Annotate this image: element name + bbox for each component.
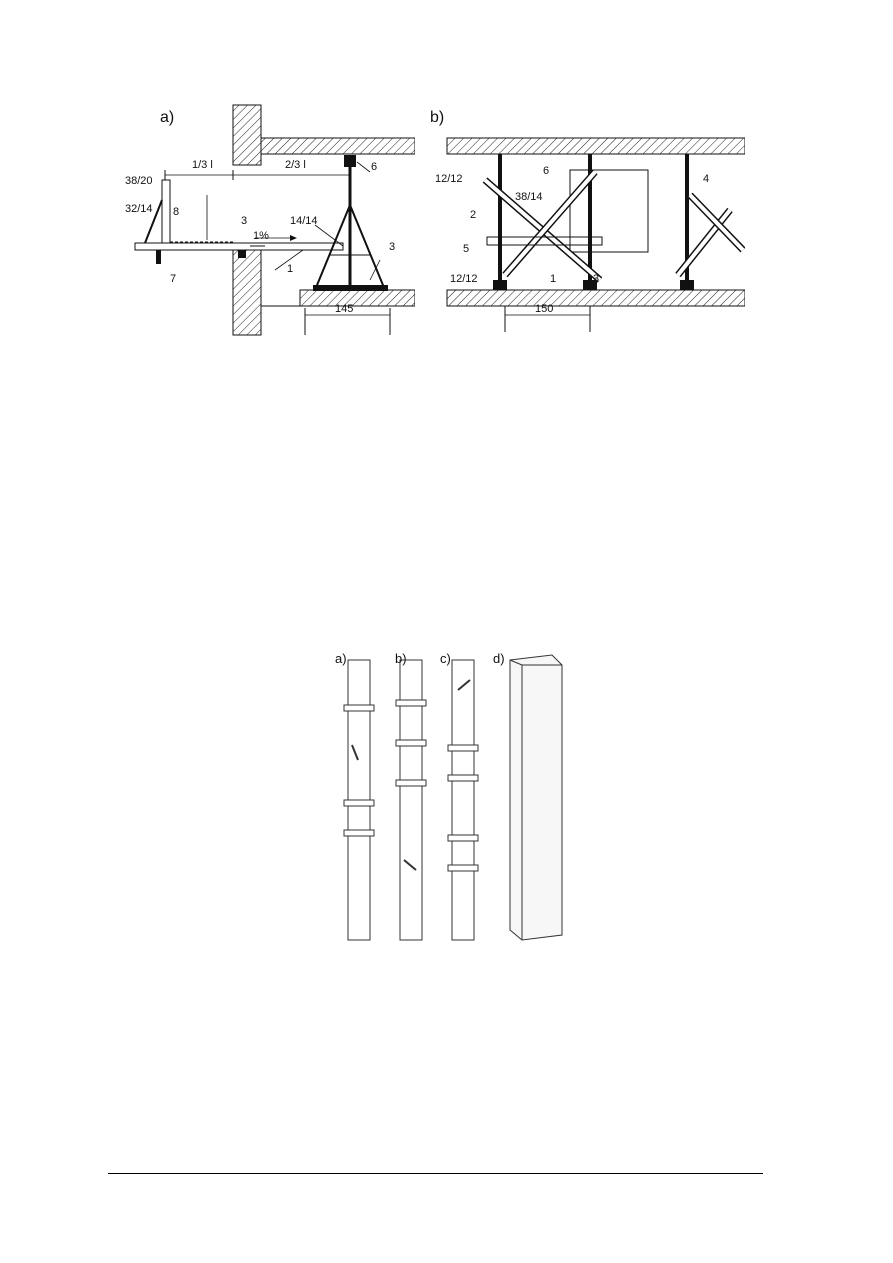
label-3: 3 (389, 241, 395, 253)
label-5: 5 (463, 243, 469, 255)
panel-b-tag: b) (430, 109, 444, 126)
column-b: b) (395, 651, 427, 941)
cantilever-beam (134, 242, 344, 258)
column-a-tag: a) (335, 651, 347, 666)
leader-lines (274, 161, 381, 281)
label-12-12-bottom: 12/12 (450, 273, 478, 285)
label-8: 8 (173, 206, 179, 218)
column-d-tag: d) (493, 651, 505, 666)
label-4: 4 (703, 173, 709, 185)
figure-column-formwork: a) b) c) d) (335, 651, 563, 941)
column-c-tag: c) (440, 651, 451, 666)
footer-rule (108, 1173, 763, 1174)
label-two-thirds: 2/3 l (285, 159, 306, 171)
label-38-20: 38/20 (125, 175, 153, 187)
column-a: a) (335, 651, 375, 941)
dimension-lines (164, 170, 391, 335)
label-14-14: 14/14 (290, 215, 318, 227)
label-3-small: 3 (241, 215, 247, 227)
prop-frame (313, 155, 388, 291)
column-c: c) (440, 651, 479, 941)
building-section (232, 104, 415, 336)
label-1-percent: 1% (253, 230, 269, 242)
label-150: 150 (535, 303, 553, 315)
ledger-beam (486, 236, 603, 246)
dimension-150 (504, 306, 591, 332)
label-145: 145 (335, 303, 353, 315)
label-38-14: 38/14 (515, 191, 543, 203)
label-1: 1 (287, 263, 293, 275)
label-1: 1 (550, 273, 556, 285)
label-32-14: 32/14 (125, 203, 153, 215)
label-2: 2 (470, 209, 476, 221)
column-b-tag: b) (395, 651, 407, 666)
label-6: 6 (371, 161, 377, 173)
panel-a-tag: a) (160, 109, 174, 126)
label-3: 3 (593, 273, 599, 285)
floor-slab (446, 289, 745, 307)
label-one-third: 1/3 l (192, 159, 213, 171)
column-d: d) (493, 651, 563, 941)
label-6: 6 (543, 165, 549, 177)
figure-panel-b: b) 12/12 6 38/14 2 4 5 1 3 12/12 150 (430, 109, 745, 332)
label-12-12-top: 12/12 (435, 173, 463, 185)
ceiling-slab (446, 137, 745, 155)
label-7: 7 (170, 273, 176, 285)
window-opening (569, 169, 649, 253)
figure-panel-a: a) (125, 104, 415, 336)
guard-railing (144, 179, 235, 264)
cross-bracing (482, 169, 745, 283)
